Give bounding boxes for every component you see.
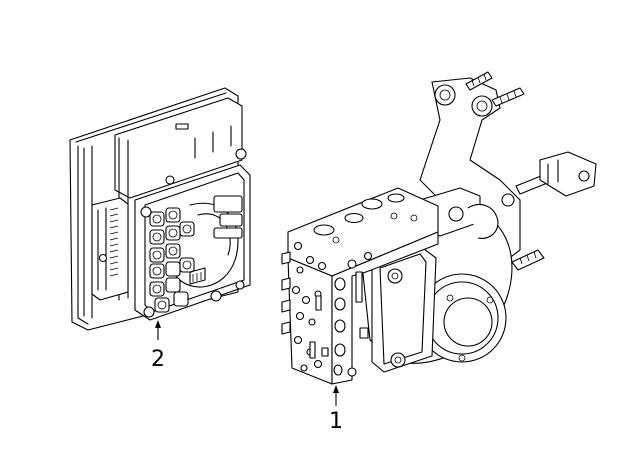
arrowhead-2 [155,320,161,328]
callout-label-1: 1 [329,409,343,434]
hydraulic-modulator [281,71,597,385]
callout-label-2: 2 [151,347,165,372]
arrowhead-1 [333,385,339,393]
control-module [69,87,251,331]
callout-1: 1 [329,385,343,434]
callout-2: 2 [151,320,165,372]
